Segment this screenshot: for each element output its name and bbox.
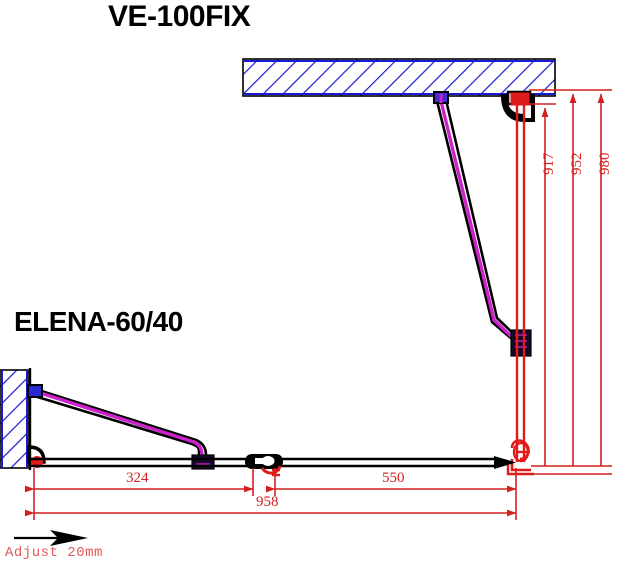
diagonal-support-bar-top [433,91,522,348]
inline-connector [245,454,283,477]
vertical-red-profile [510,92,530,462]
dim-label-917: 917 [541,152,557,176]
corner-profile [506,439,534,476]
horizontal-dimensions [25,468,517,520]
diagonal-support-bar-bottom [27,384,208,464]
dim-label-952: 952 [569,152,585,176]
vertical-dimensions [529,89,612,475]
wall-glass-panel [0,368,32,470]
dim-label-550: 550 [382,470,405,486]
dim-label-958: 958 [256,494,279,510]
adjust-note-label: Adjust 20mm [5,545,103,561]
adjust-arrow [14,530,88,546]
dim-label-324: 324 [126,470,149,486]
dim-label-980: 980 [597,152,613,176]
page-title-top: VE-100FIX [108,0,251,33]
ceiling-glass-panel [242,58,556,97]
page-title-bottom: ELENA-60/40 [14,306,183,337]
bar-to-profile-connector [510,329,532,357]
